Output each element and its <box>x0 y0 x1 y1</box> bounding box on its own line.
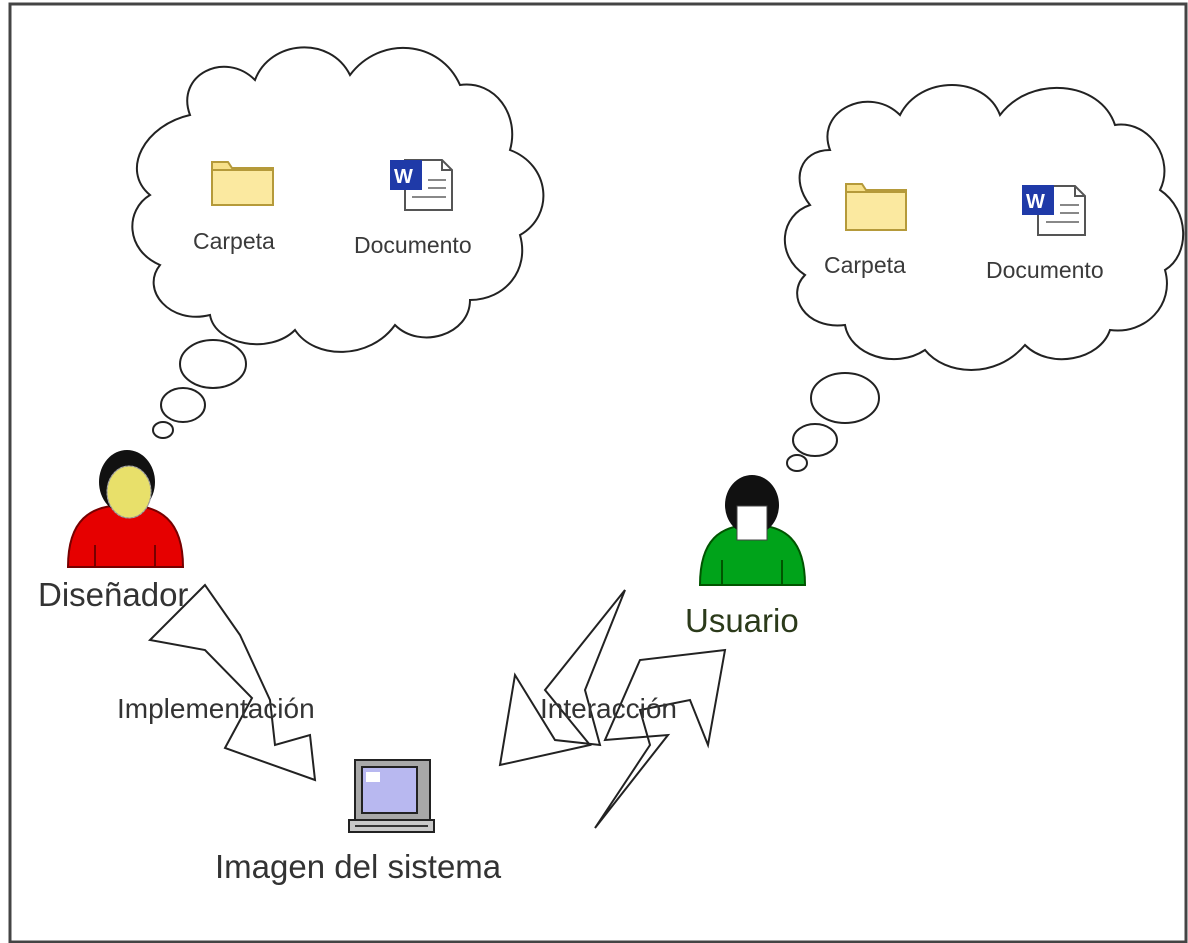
implementation-arrow <box>147 583 317 782</box>
interaction-label: Interacción <box>540 693 677 724</box>
svg-text:W: W <box>1026 191 1045 213</box>
designer-label: Diseñador <box>38 576 189 613</box>
designer-document-label: Documento <box>354 232 472 258</box>
folder-icon <box>211 161 274 206</box>
system-image-label: Imagen del sistema <box>215 848 502 885</box>
designer-thought-bubbles <box>152 339 247 439</box>
implementation-label: Implementación <box>117 693 315 724</box>
svg-text:W: W <box>394 166 413 188</box>
user-label: Usuario <box>685 602 799 639</box>
user-person-icon <box>698 475 807 586</box>
word-document-icon: W <box>390 159 453 211</box>
interaction-arrow <box>498 589 727 829</box>
user-thought-bubbles <box>786 372 880 472</box>
designer-thought-cloud <box>131 46 545 353</box>
designer-folder-label: Carpeta <box>193 228 275 254</box>
computer-icon <box>348 759 435 833</box>
user-folder-label: Carpeta <box>824 252 906 278</box>
word-document-icon: W <box>1022 185 1086 236</box>
diagram-border <box>8 2 1188 943</box>
designer-person-icon <box>66 450 185 568</box>
folder-icon <box>845 183 907 231</box>
user-document-label: Documento <box>986 257 1104 283</box>
user-thought-cloud <box>783 84 1185 371</box>
